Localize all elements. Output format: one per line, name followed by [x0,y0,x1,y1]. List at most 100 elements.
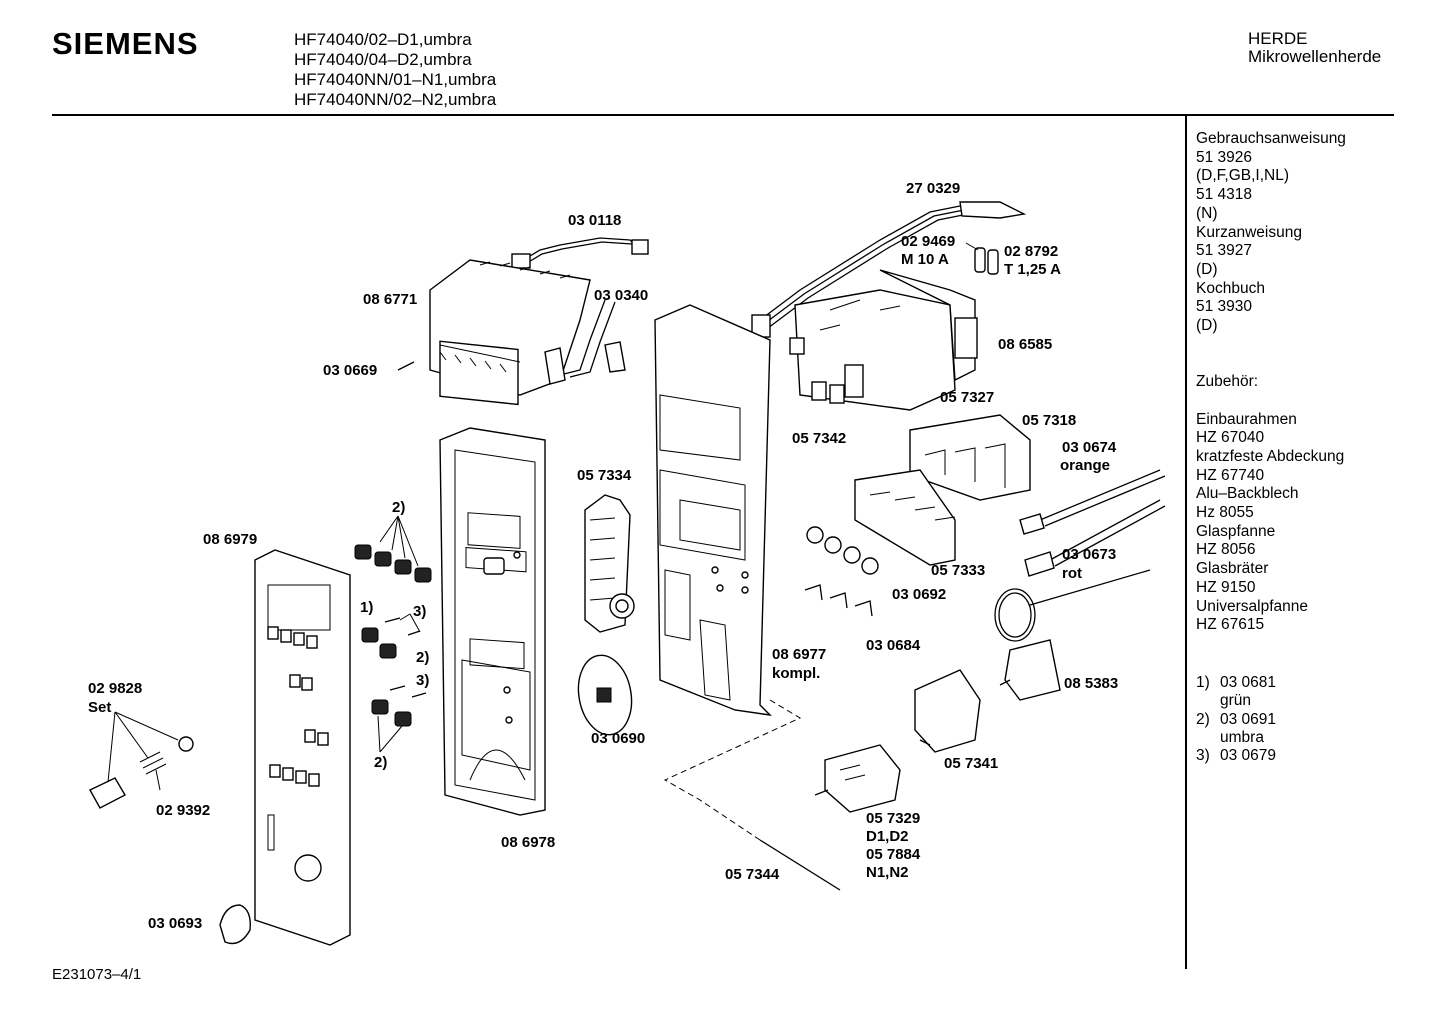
footnote-1: 1)03 0681 [1196,674,1277,691]
part-label: 03 0690 [591,730,645,747]
model-number: HF74040NN/02–N2,umbra [294,90,497,109]
sidebar-line: (D) [1196,260,1218,278]
part-label: Set [88,699,111,716]
display-module-086771 [429,259,591,406]
spacer [1196,392,1346,411]
sidebar-line: 51 3930 [1196,298,1253,316]
part-label: M 10 A [901,251,949,268]
part-label: 03 0684 [866,637,921,654]
category-sub: Mikrowellenherde [1248,47,1382,66]
part-label: 02 9392 [156,802,210,819]
part-label: 08 6771 [363,291,417,308]
part-labels: 27 0329 03 0118 02 9469 M 10 A 02 8792 T… [88,180,1118,932]
part-label: 02 9828 [88,680,142,697]
brand-logo: SIEMENS [52,26,199,61]
assembly-guide-line [663,699,802,841]
sidebar-line: kratzfeste Abdeckung [1196,447,1345,465]
thermostat-085383 [994,569,1151,701]
part-label: 08 6978 [501,834,555,851]
lamp-cables [1019,469,1166,577]
part-label: 05 7327 [940,389,994,406]
part-label: 08 6977 [772,646,826,663]
part-label: 03 0340 [594,287,648,304]
part-label: T 1,25 A [1004,261,1061,278]
part-label: orange [1060,457,1110,474]
part-label: 05 7329 [866,810,920,827]
buttons-umbra-group-1 [354,515,432,583]
panel-keys-row-2 [269,764,320,787]
part-label: kompl. [772,665,820,682]
model-number: HF74040/02–D1,umbra [294,30,472,49]
part-label: 02 8792 [1004,243,1058,260]
spacer [1196,354,1346,373]
part-label: 03 0118 [568,212,621,229]
part-label: 08 6585 [998,336,1052,353]
gear-wheel-030690 [577,654,633,736]
footnote-2: 2)03 0691 [1196,710,1277,728]
control-board [789,269,978,411]
footnote-2-desc: umbra [1220,728,1264,746]
part-label: 05 7344 [725,866,780,883]
part-label: 3) [416,672,429,689]
part-label: 05 7884 [866,846,921,863]
sidebar-line: Glaspfanne [1196,522,1276,540]
part-label: 03 0692 [892,586,946,603]
contacts-030684 [804,584,873,617]
model-number: HF74040NN/01–N1,umbra [294,70,497,89]
sidebar-line: (D,F,GB,I,NL) [1196,167,1290,185]
sidebar-line: Einbaurahmen [1196,410,1297,428]
chassis-frame-086977 [654,304,772,716]
sidebar-line: (D) [1196,317,1218,335]
sidebar-line: Kurzanweisung [1196,223,1302,241]
cable-030118 [511,237,649,269]
sidebar-line: HZ 67740 [1196,466,1265,484]
part-label: N1,N2 [866,864,909,881]
sidebar-line: Universalpfanne [1196,597,1309,615]
part-label: 05 7341 [944,755,998,772]
pin-030669 [397,361,415,371]
part-label: 03 0673 [1062,546,1116,563]
encoder-strip-057334 [584,494,635,633]
switch-knobs-030692 [806,526,879,575]
model-number: HF74040/04–D2,umbra [294,50,472,69]
part-label: 2) [392,499,405,516]
model-list: HF74040/02–D1,umbra HF74040/04–D2,umbra … [294,30,496,110]
footnote-1-desc: grün [1220,692,1252,710]
header-divider [52,114,1394,116]
part-label: rot [1062,565,1082,582]
part-label: 2) [374,754,387,771]
sidebar-line: HZ 67040 [1196,429,1265,447]
knob-030693 [219,904,251,945]
shaft-057344 [759,839,841,891]
front-frame-086978 [439,427,546,816]
part-label: 02 9469 [901,233,955,250]
drawing-id: E231073–4/1 [52,966,142,983]
part-label: 2) [416,649,429,666]
sidebar-line: Gebrauchsanweisung [1196,130,1346,147]
sidebar-line: Alu–Backblech [1196,485,1299,503]
microswitch-057341 [914,669,981,753]
sidebar-line: 51 4318 [1196,186,1253,204]
part-label: 1) [360,599,373,616]
selector-switch-057329 [814,744,901,813]
exploded-parts-diagram: 27 0329 03 0118 02 9469 M 10 A 02 8792 T… [88,180,1166,946]
sidebar-line: (N) [1196,204,1218,222]
footnotes: 1)03 0681 grün 2)03 0691 umbra 3)03 0679 [1196,674,1276,765]
part-label: 05 7342 [792,430,846,447]
part-label: 08 5383 [1064,675,1118,692]
panel-keys-row-1 [267,626,318,649]
part-label: 05 7333 [931,562,985,579]
sidebar-line: HZ 9150 [1196,578,1256,596]
footnote-3: 3)03 0679 [1196,747,1277,765]
part-label: 08 6979 [203,531,257,548]
sidebar-line: Zubehör: [1196,373,1259,391]
display-pins [439,351,507,373]
part-label: D1,D2 [866,828,909,845]
category-main: HERDE [1248,29,1308,48]
spacer [1196,336,1346,355]
ribbon-cable-030340 [544,299,626,385]
buttons-umbra-group-3 [371,685,427,753]
sidebar-line: 51 3926 [1196,148,1253,166]
sidebar-divider [1185,116,1187,969]
sidebar-line: Hz 8055 [1196,504,1254,522]
